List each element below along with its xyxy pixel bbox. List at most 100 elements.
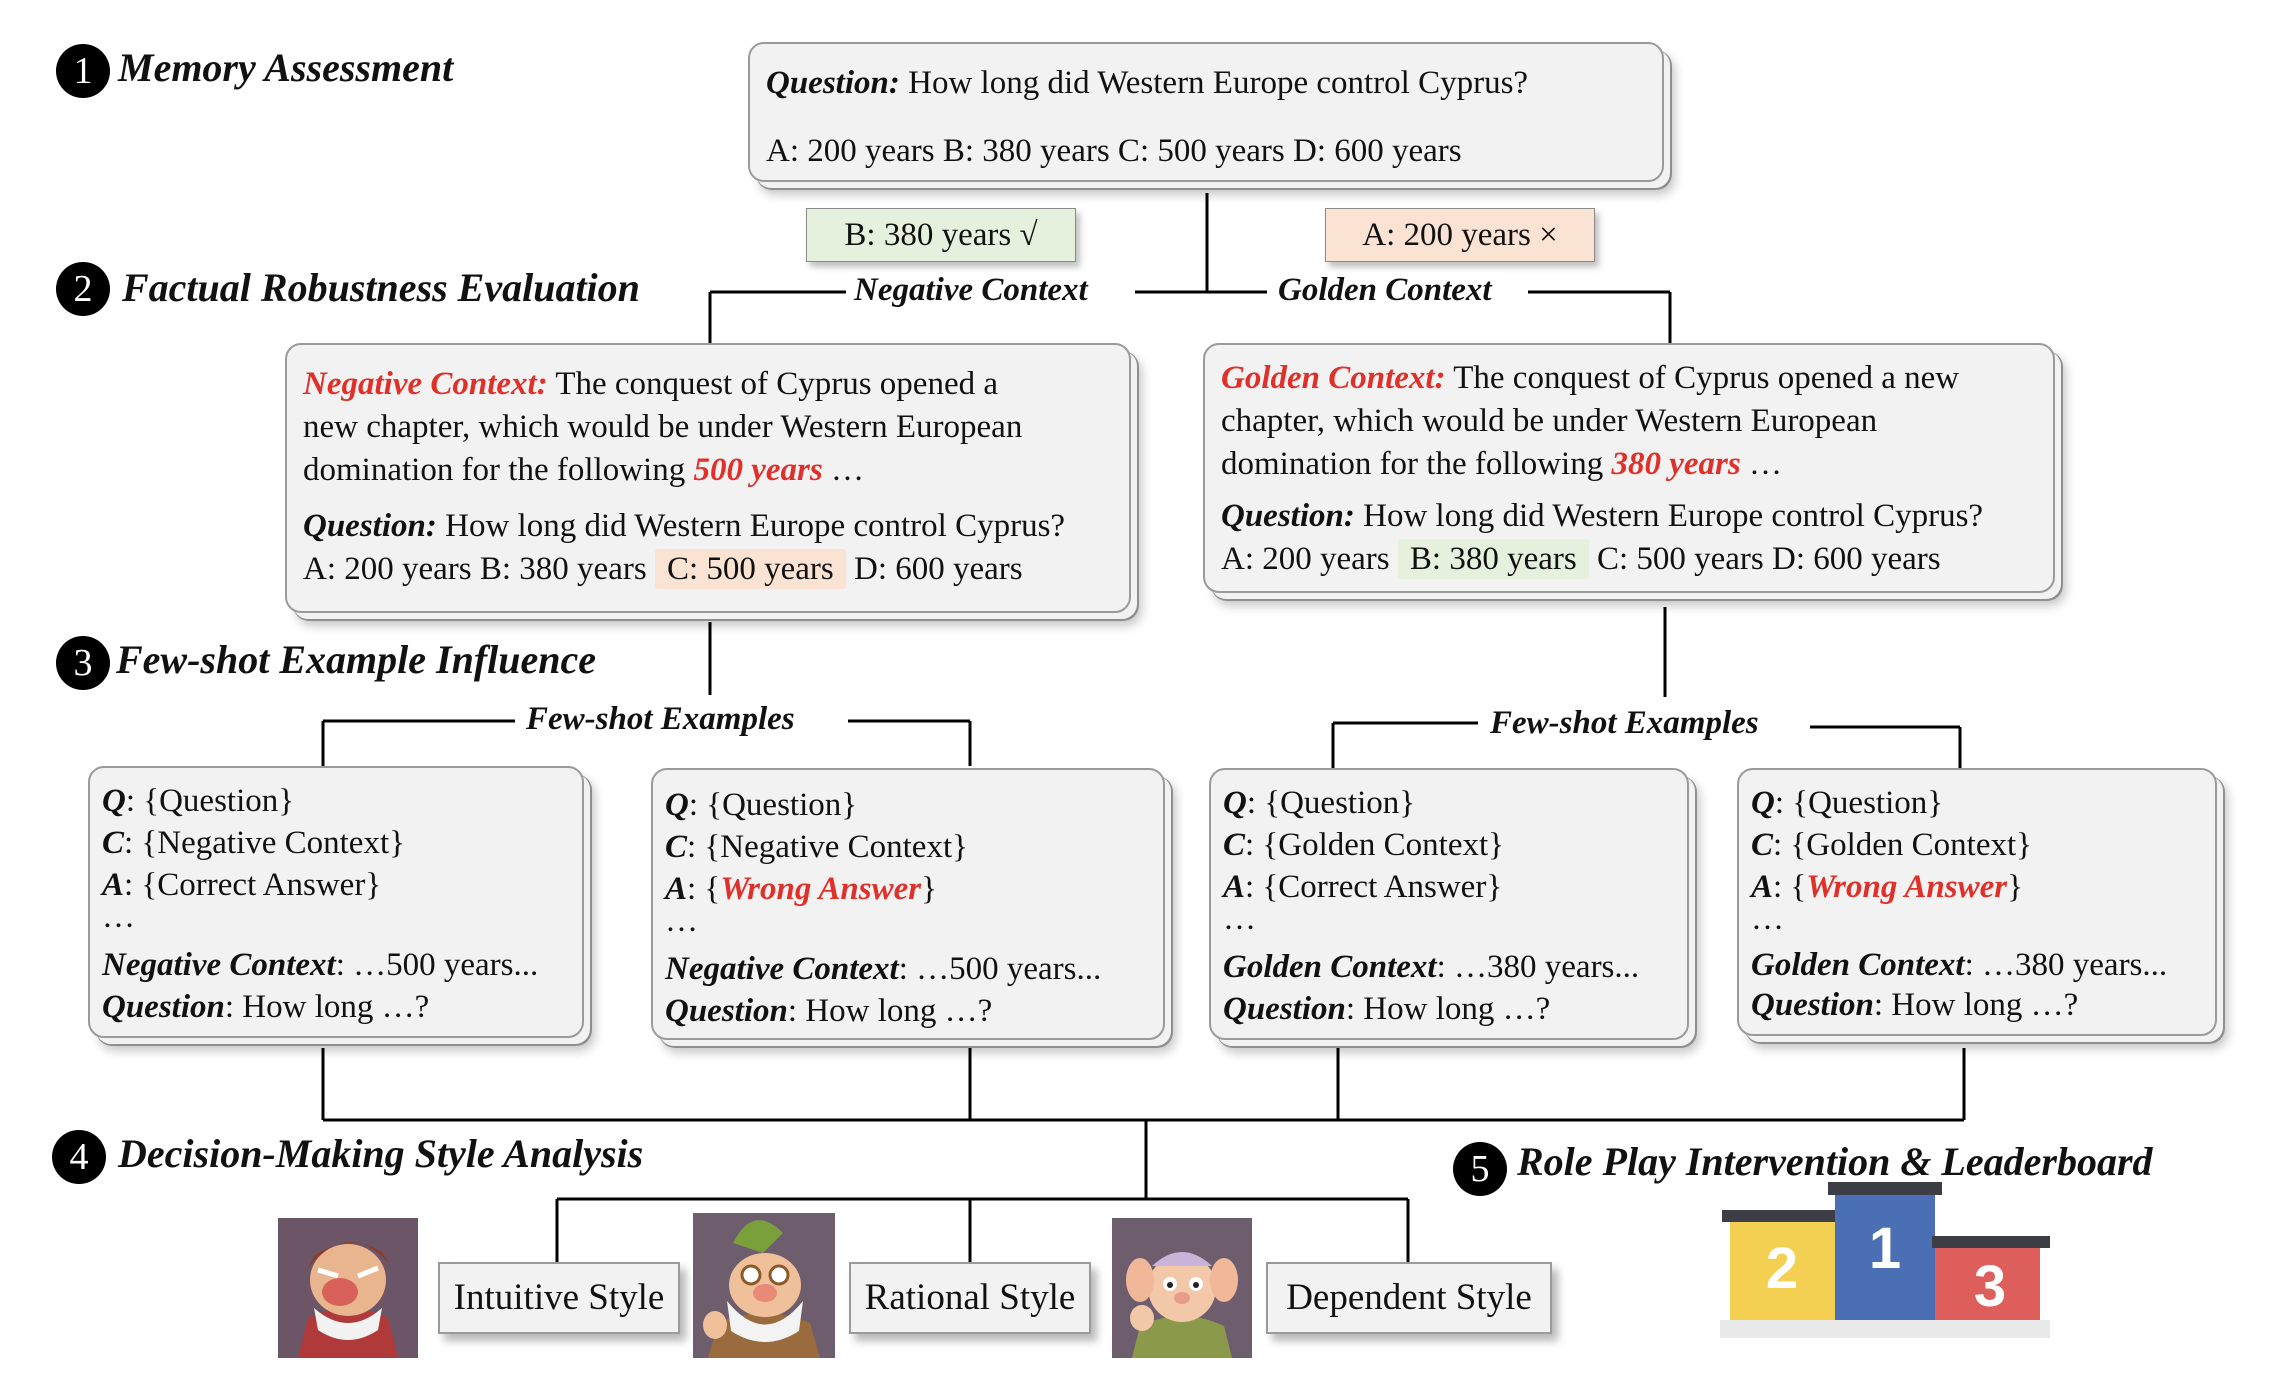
stage-4-number: 4 bbox=[52, 1130, 106, 1184]
a-text-pre: : { bbox=[687, 871, 721, 907]
doc-character-icon bbox=[693, 1213, 835, 1358]
question-text: : How long …? bbox=[1873, 987, 2079, 1023]
c-label: C bbox=[665, 829, 688, 865]
q-label: Q bbox=[1223, 785, 1247, 821]
a-text-pre: : { bbox=[1245, 869, 1279, 905]
answer-options: A: 200 years B: 380 years C: 500 years D… bbox=[766, 133, 1462, 169]
ellipsis: … bbox=[665, 903, 698, 939]
few-shot-examples-label-right: Few-shot Examples bbox=[1482, 705, 1767, 742]
rational-character-portrait bbox=[693, 1213, 835, 1358]
wrong-answer-text: Wrong Answer bbox=[720, 871, 922, 907]
context-label: Golden Context bbox=[1223, 949, 1437, 985]
context-text: : …380 years... bbox=[1436, 949, 1640, 985]
q-text: : {Question} bbox=[1774, 785, 1944, 821]
correct-answer-text: Correct Answer bbox=[157, 867, 366, 903]
stage-3-title: Few-shot Example Influence bbox=[116, 637, 597, 682]
a-label: A bbox=[1751, 869, 1774, 905]
wrong-answer-badge: A: 200 years × bbox=[1325, 208, 1595, 262]
q-text: : {Question} bbox=[1246, 785, 1416, 821]
few-shot-example-card: Q: {Question} C: {Golden Context} A: {Co… bbox=[1209, 768, 1689, 1040]
rational-style-box: Rational Style bbox=[849, 1262, 1091, 1334]
negative-highlight-value: 500 years bbox=[693, 452, 823, 488]
dependent-character-portrait bbox=[1112, 1218, 1252, 1358]
stage-1-title: Memory Assessment bbox=[118, 45, 454, 90]
a-text-post: } bbox=[2007, 869, 2023, 905]
golden-context-branch-label: Golden Context bbox=[1270, 272, 1500, 309]
negative-context-branch-label: Negative Context bbox=[846, 272, 1096, 309]
question-label: Question: bbox=[1221, 498, 1355, 534]
ellipsis: … bbox=[1740, 446, 1782, 482]
ellipsis: … bbox=[102, 899, 135, 935]
question-text: How long did Western Europe control Cypr… bbox=[899, 65, 1529, 101]
a-text-post: } bbox=[921, 871, 937, 907]
question-text: : How long …? bbox=[224, 989, 430, 1025]
podium-cap bbox=[1722, 1210, 1840, 1222]
question-label: Question bbox=[102, 989, 225, 1025]
c-text: : {Negative Context} bbox=[687, 829, 968, 865]
context-text: : …500 years... bbox=[898, 951, 1102, 987]
q-text: : {Question} bbox=[125, 783, 295, 819]
answer-options: C: 500 years D: 600 years bbox=[1588, 541, 1941, 577]
context-label: Negative Context bbox=[665, 951, 899, 987]
c-text: : {Negative Context} bbox=[124, 825, 405, 861]
podium-second-place bbox=[1730, 1221, 1835, 1320]
context-text-line: new chapter, which would be under Wester… bbox=[303, 409, 1023, 445]
grumpy-character-icon bbox=[278, 1218, 418, 1358]
question-text: : How long …? bbox=[1345, 991, 1551, 1027]
chosen-wrong-option: C: 500 years bbox=[654, 549, 846, 589]
ellipsis: … bbox=[822, 452, 864, 488]
podium-first-place bbox=[1835, 1194, 1935, 1320]
context-label: Negative Context bbox=[102, 947, 336, 983]
question-text: : How long …? bbox=[787, 993, 993, 1029]
q-label: Q bbox=[102, 783, 126, 819]
stage-5-title: Role Play Intervention & Leaderboard bbox=[1517, 1139, 2153, 1184]
leaderboard-podium: 2 1 3 bbox=[1720, 1182, 2050, 1338]
stage-3-number: 3 bbox=[56, 636, 110, 690]
context-text: : …380 years... bbox=[1964, 947, 2168, 983]
podium-first-number: 1 bbox=[1869, 1216, 1901, 1281]
negative-context-label: Negative Context: bbox=[303, 366, 548, 402]
few-shot-examples-label-left: Few-shot Examples bbox=[518, 701, 803, 738]
context-text-line: domination for the following bbox=[1221, 446, 1612, 482]
context-label: Golden Context bbox=[1751, 947, 1965, 983]
question-label: Question bbox=[665, 993, 788, 1029]
stage-5-number: 5 bbox=[1453, 1142, 1507, 1196]
a-label: A bbox=[665, 871, 688, 907]
chosen-correct-option: B: 380 years bbox=[1397, 539, 1589, 579]
c-label: C bbox=[102, 825, 125, 861]
question-label: Question: bbox=[303, 508, 437, 544]
question-label: Question bbox=[1223, 991, 1346, 1027]
podium-second-number: 2 bbox=[1766, 1236, 1798, 1301]
intuitive-style-box: Intuitive Style bbox=[438, 1262, 680, 1334]
intuitive-character-portrait bbox=[278, 1218, 418, 1358]
ellipsis: … bbox=[1751, 901, 1784, 937]
few-shot-example-card: Q: {Question} C: {Negative Context} A: {… bbox=[651, 768, 1165, 1040]
context-text: : …500 years... bbox=[335, 947, 539, 983]
question-text: How long did Western Europe control Cypr… bbox=[1354, 498, 1984, 534]
answer-options: D: 600 years bbox=[845, 551, 1023, 587]
question-text: How long did Western Europe control Cypr… bbox=[436, 508, 1066, 544]
answer-options: A: 200 years bbox=[1221, 541, 1398, 577]
podium-third-place bbox=[1935, 1248, 2040, 1320]
a-text-pre: : { bbox=[1773, 869, 1807, 905]
few-shot-example-card: Q: {Question} C: {Golden Context} A: {Wr… bbox=[1737, 768, 2217, 1036]
ellipsis: … bbox=[1223, 901, 1256, 937]
few-shot-example-card: Q: {Question} C: {Negative Context} A: {… bbox=[88, 766, 584, 1038]
stage-2-title: Factual Robustness Evaluation bbox=[122, 265, 640, 310]
a-label: A bbox=[102, 867, 125, 903]
context-text-line: The conquest of Cyprus opened a bbox=[547, 366, 998, 402]
question-label: Question: bbox=[766, 65, 900, 101]
q-label: Q bbox=[665, 787, 689, 823]
memory-question-card: Question: How long did Western Europe co… bbox=[748, 42, 1664, 182]
q-text: : {Question} bbox=[688, 787, 858, 823]
correct-answer-text: Correct Answer bbox=[1278, 869, 1487, 905]
podium-third-number: 3 bbox=[1974, 1254, 2006, 1319]
context-text-line: The conquest of Cyprus opened a new bbox=[1445, 360, 1960, 396]
correct-answer-badge: B: 380 years √ bbox=[806, 208, 1076, 262]
a-text-post: } bbox=[365, 867, 382, 903]
answer-options: A: 200 years B: 380 years bbox=[303, 551, 655, 587]
context-text-line: domination for the following bbox=[303, 452, 694, 488]
context-text-line: chapter, which would be under Western Eu… bbox=[1221, 403, 1878, 439]
golden-context-card: Golden Context: The conquest of Cyprus o… bbox=[1203, 343, 2055, 593]
